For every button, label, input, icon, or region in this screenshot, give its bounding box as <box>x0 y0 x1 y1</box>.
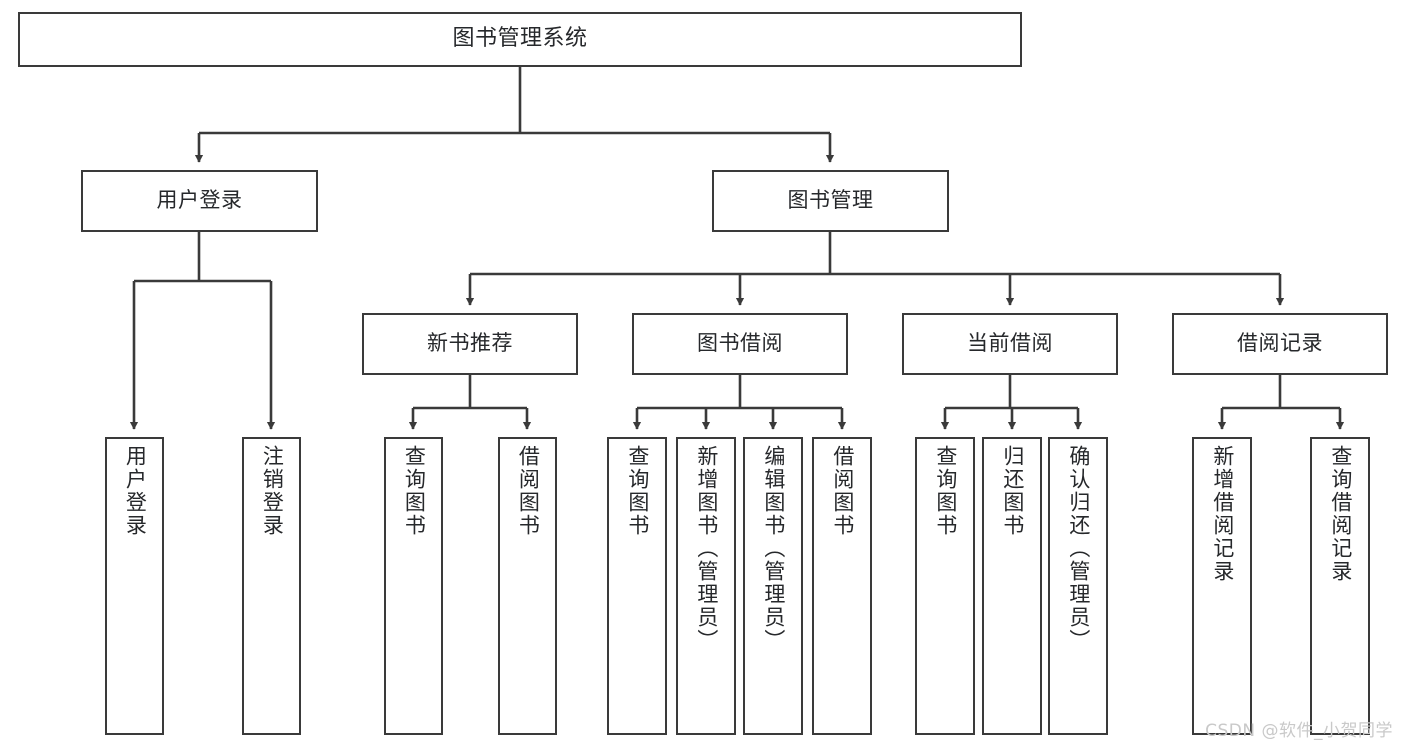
leaf-query-borrow-record[interactable]: 查询借阅记录 <box>1310 437 1370 735</box>
leaf-add-borrow-record[interactable]: 新增借阅记录 <box>1192 437 1252 735</box>
node-label: 新增图书（管理员） <box>694 445 719 652</box>
leaf-return-book[interactable]: 归还图书 <box>982 437 1042 735</box>
leaf-query-book-current[interactable]: 查询图书 <box>915 437 975 735</box>
csdn-watermark: CSDN @软件_小贺同学 <box>1205 721 1393 741</box>
node-label: 新增借阅记录 <box>1210 445 1235 583</box>
node-label: 用户登录 <box>156 188 243 213</box>
node-label: 归还图书 <box>1000 445 1025 537</box>
node-label: 当前借阅 <box>967 331 1053 356</box>
node-user-login[interactable]: 用户登录 <box>81 170 318 232</box>
node-label: 查询图书 <box>402 445 427 537</box>
leaf-add-book-admin[interactable]: 新增图书（管理员） <box>676 437 736 735</box>
node-label: 新书推荐 <box>427 331 513 356</box>
node-book-management-system[interactable]: 图书管理系统 <box>18 12 1022 67</box>
leaf-borrow-book-recommend[interactable]: 借阅图书 <box>498 437 557 735</box>
node-label: 用户登录 <box>123 445 148 537</box>
node-label: 图书管理 <box>787 188 874 213</box>
leaf-borrow-book[interactable]: 借阅图书 <box>812 437 872 735</box>
node-label: 查询图书 <box>625 445 650 537</box>
node-label: 查询借阅记录 <box>1328 445 1353 583</box>
leaf-user-login[interactable]: 用户登录 <box>105 437 164 735</box>
node-label: 借阅记录 <box>1237 331 1323 356</box>
node-book-borrow[interactable]: 图书借阅 <box>632 313 848 375</box>
node-borrow-record[interactable]: 借阅记录 <box>1172 313 1388 375</box>
leaf-logout[interactable]: 注销登录 <box>242 437 301 735</box>
node-book-management[interactable]: 图书管理 <box>712 170 949 232</box>
node-current-borrow[interactable]: 当前借阅 <box>902 313 1118 375</box>
node-label: 查询图书 <box>933 445 958 537</box>
node-label: 借阅图书 <box>830 445 855 537</box>
leaf-confirm-return-admin[interactable]: 确认归还（管理员） <box>1048 437 1108 735</box>
node-label: 图书管理系统 <box>452 26 588 52</box>
leaf-edit-book-admin[interactable]: 编辑图书（管理员） <box>743 437 803 735</box>
node-label: 借阅图书 <box>516 445 541 537</box>
node-new-book-recommend[interactable]: 新书推荐 <box>362 313 578 375</box>
node-label: 编辑图书（管理员） <box>761 445 786 652</box>
node-label: 确认归还（管理员） <box>1066 445 1091 652</box>
leaf-query-book-borrow[interactable]: 查询图书 <box>607 437 667 735</box>
node-label: 注销登录 <box>260 445 285 537</box>
node-label: 图书借阅 <box>697 331 783 356</box>
leaf-query-book-recommend[interactable]: 查询图书 <box>384 437 443 735</box>
